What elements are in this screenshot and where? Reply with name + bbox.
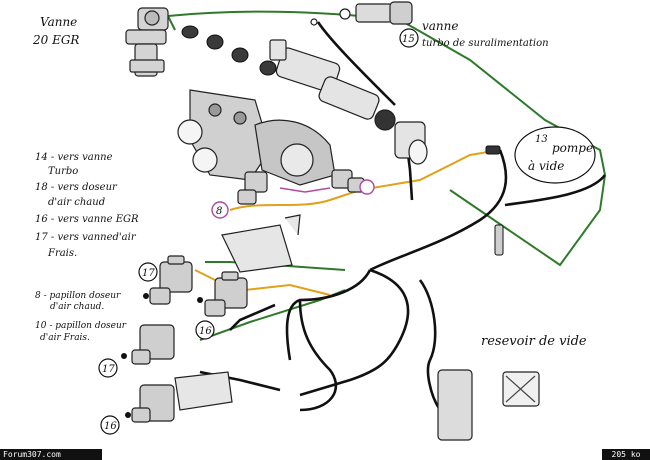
footer-size: 205 ko: [602, 449, 650, 460]
svg-text:pompe: pompe: [552, 141, 593, 155]
svg-text:17 - vers vanned'air: 17 - vers vanned'air: [35, 232, 137, 243]
label-reservoir: resevoir de vide: [481, 334, 587, 349]
svg-text:18 - vers doseur: 18 - vers doseur: [35, 182, 118, 193]
svg-text:15: 15: [402, 34, 415, 45]
vacuum-pump-fitting: [485, 145, 504, 256]
svg-text:14 - vers vanne: 14 - vers vanne: [35, 152, 113, 163]
callout-17-lower: 17: [98, 358, 118, 378]
svg-text:10 - papillon doseur: 10 - papillon doseur: [35, 321, 127, 331]
vacuum-reservoir-part: [437, 369, 540, 441]
turbo-actuator-part: [310, 1, 413, 26]
callout-17-upper: 17: [138, 262, 158, 282]
callout-8-right: [359, 179, 375, 195]
callout-16-upper: 16: [195, 320, 215, 340]
svg-text:16: 16: [104, 421, 117, 432]
callout-8: 8: [211, 201, 229, 219]
footer-bar: [0, 449, 650, 460]
valve-17-lower-part: [131, 324, 175, 365]
footer-site: Forum307.com: [0, 449, 102, 460]
svg-text:8 - papillon doseur: 8 - papillon doseur: [35, 291, 121, 301]
legend-block-2: 8 - papillon doseur d'air chaud. 10 - pa…: [35, 291, 127, 343]
svg-text:16 - vers vanne EGR: 16 - vers vanne EGR: [35, 214, 139, 225]
svg-text:à vide: à vide: [528, 159, 564, 173]
black-hoses: [199, 21, 607, 412]
label-pompe-a-vide: 13 pompe à vide: [514, 126, 596, 184]
svg-text:20 EGR: 20 EGR: [32, 33, 79, 47]
svg-text:d'air Frais.: d'air Frais.: [40, 333, 90, 343]
valve-16-lower-part: [131, 371, 233, 423]
intake-tube-part: [269, 39, 428, 165]
legend-block: 14 - vers vanne Turbo 18 - vers doseur d…: [35, 152, 139, 259]
valve-16-upper-part: [204, 271, 248, 317]
bracket-part: [221, 214, 301, 273]
intake-manifold-part: [177, 89, 365, 205]
svg-text:17: 17: [102, 364, 115, 375]
label-vanne-turbo: 15 vanne turbo de suralimentation: [399, 19, 549, 49]
valve-17-upper-part: [149, 255, 193, 305]
callout-16-lower: 16: [100, 415, 120, 435]
label-vanne-egr: Vanne 20 EGR: [32, 15, 79, 47]
svg-text:d'air chaud: d'air chaud: [48, 197, 105, 208]
svg-text:Turbo: Turbo: [48, 166, 78, 177]
svg-text:vanne: vanne: [422, 19, 459, 33]
svg-text:d'air chaud.: d'air chaud.: [50, 302, 104, 312]
svg-text:Vanne: Vanne: [40, 15, 77, 29]
svg-text:16: 16: [199, 326, 212, 337]
svg-text:17: 17: [142, 268, 155, 279]
connector-dots: [121, 293, 203, 418]
svg-text:13: 13: [535, 134, 548, 145]
svg-text:turbo de suralimentation: turbo de suralimentation: [422, 38, 549, 49]
intake-pipe-rings: [181, 25, 277, 76]
egr-valve-part: [125, 7, 169, 77]
green-hoses: [167, 10, 606, 341]
svg-text:resevoir de vide: resevoir de vide: [481, 334, 587, 349]
svg-text:Frais.: Frais.: [47, 248, 77, 259]
svg-text:8: 8: [216, 206, 222, 217]
